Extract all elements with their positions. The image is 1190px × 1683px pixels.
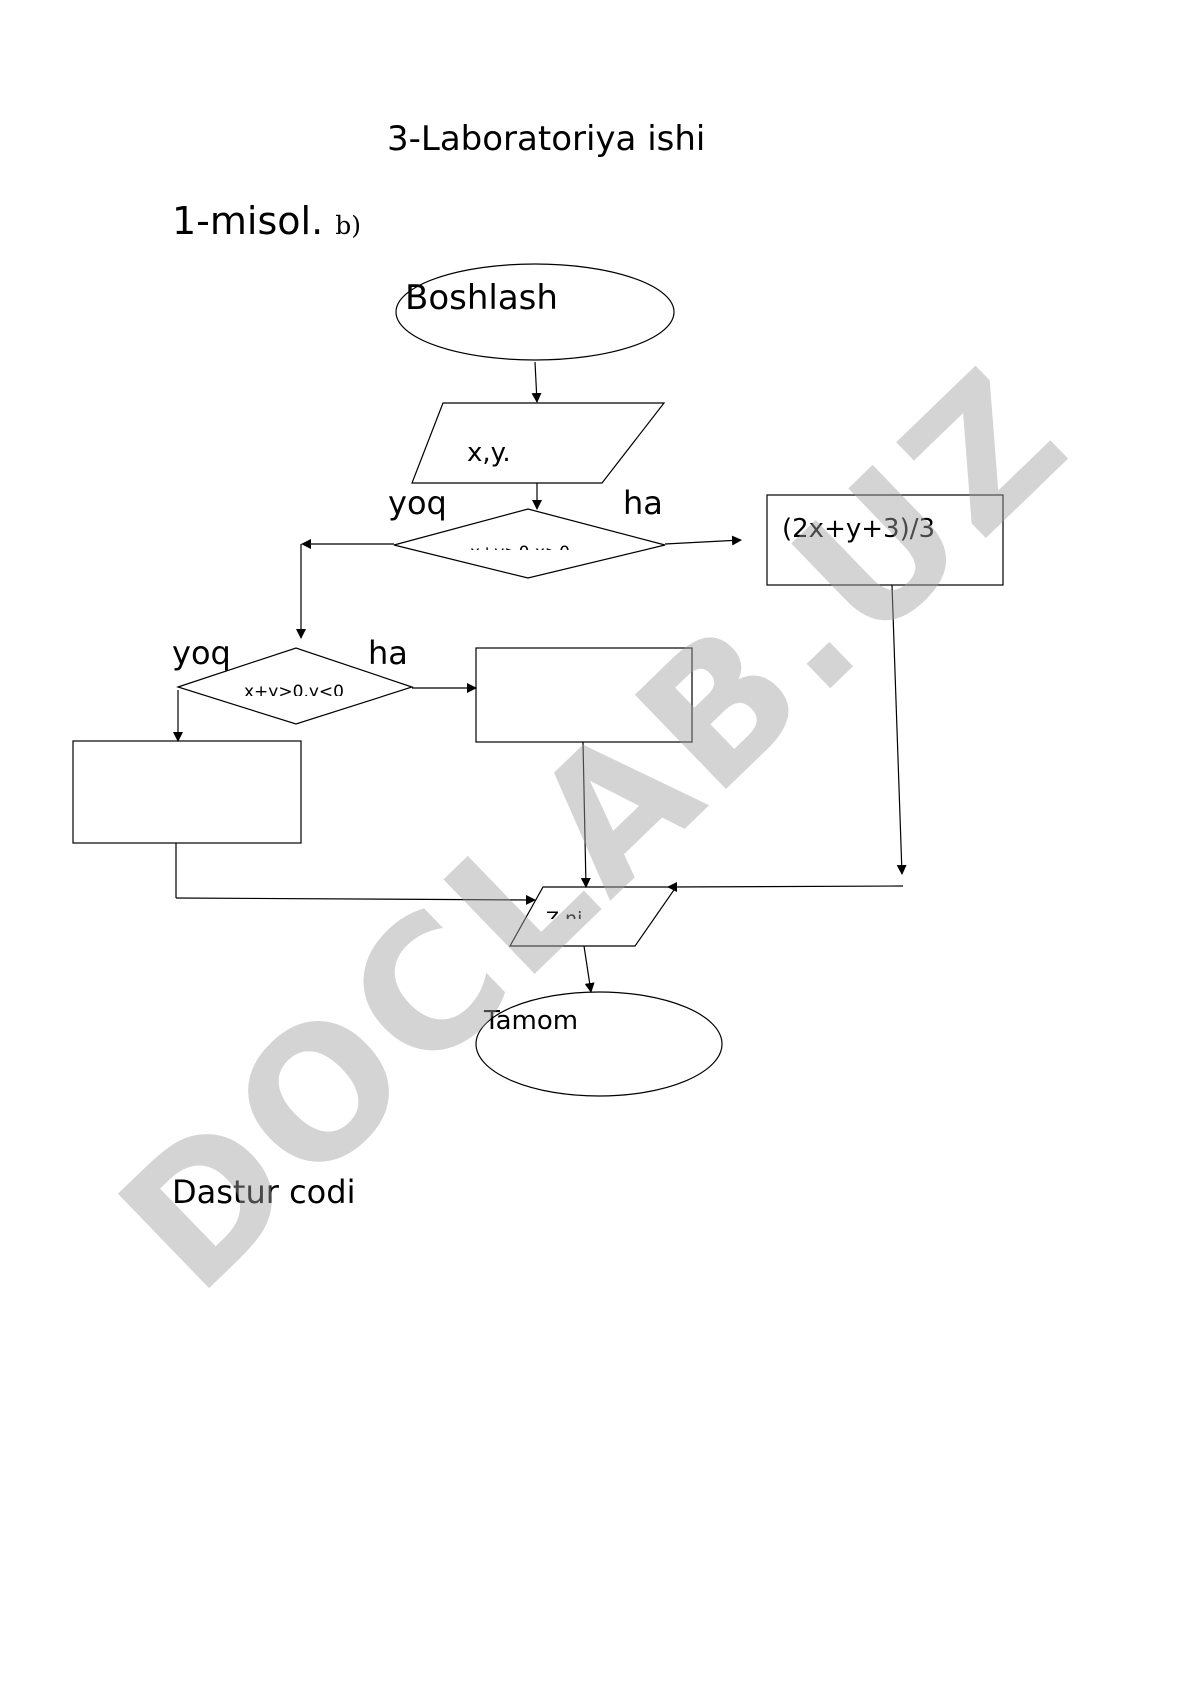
decision2-condition: x+y>0,y<0 <box>244 682 344 702</box>
arrow-decision1-yes <box>664 535 742 546</box>
end-label: Tamom <box>483 1006 578 1036</box>
input-parallelogram <box>411 402 666 484</box>
decision1-yes-label: ha <box>623 484 663 522</box>
output-parallelogram <box>508 886 678 947</box>
example-sublabel: b) <box>335 211 362 240</box>
example-label: 1-misol. <box>172 199 324 243</box>
start-terminator <box>395 263 675 361</box>
output-label: Z ni <box>546 908 582 930</box>
arrow-start-input <box>531 361 542 403</box>
input-label: x,y. <box>467 438 511 468</box>
code-heading: Dastur codi <box>172 1173 356 1211</box>
arrow-to-output-right <box>667 881 904 892</box>
decision2-yes-label: ha <box>368 634 408 672</box>
arrow-process-yes2-output <box>580 741 591 888</box>
line-process-yes1-down <box>891 584 907 875</box>
example-heading: 1-misol. b) <box>172 202 361 240</box>
process-no2-box <box>72 740 302 844</box>
start-label: Boshlash <box>405 278 558 318</box>
decision2-no-label: yoq <box>172 634 231 672</box>
process-yes1-box <box>766 494 1004 586</box>
arrow-output-end <box>583 945 595 993</box>
page-title: 3-Laboratoriya ishi <box>387 119 706 159</box>
arrow-to-output-left <box>175 894 536 905</box>
end-terminator <box>475 991 723 1097</box>
decision1-condition: x+y>0,x>0 <box>470 543 570 563</box>
process-yes2-box <box>475 647 693 743</box>
decision1-diamond <box>393 508 666 579</box>
process-yes1-label: (2x+y+3)/3 <box>782 514 935 544</box>
decision2-diamond <box>176 647 414 725</box>
decision1-no-label: yoq <box>388 484 447 522</box>
